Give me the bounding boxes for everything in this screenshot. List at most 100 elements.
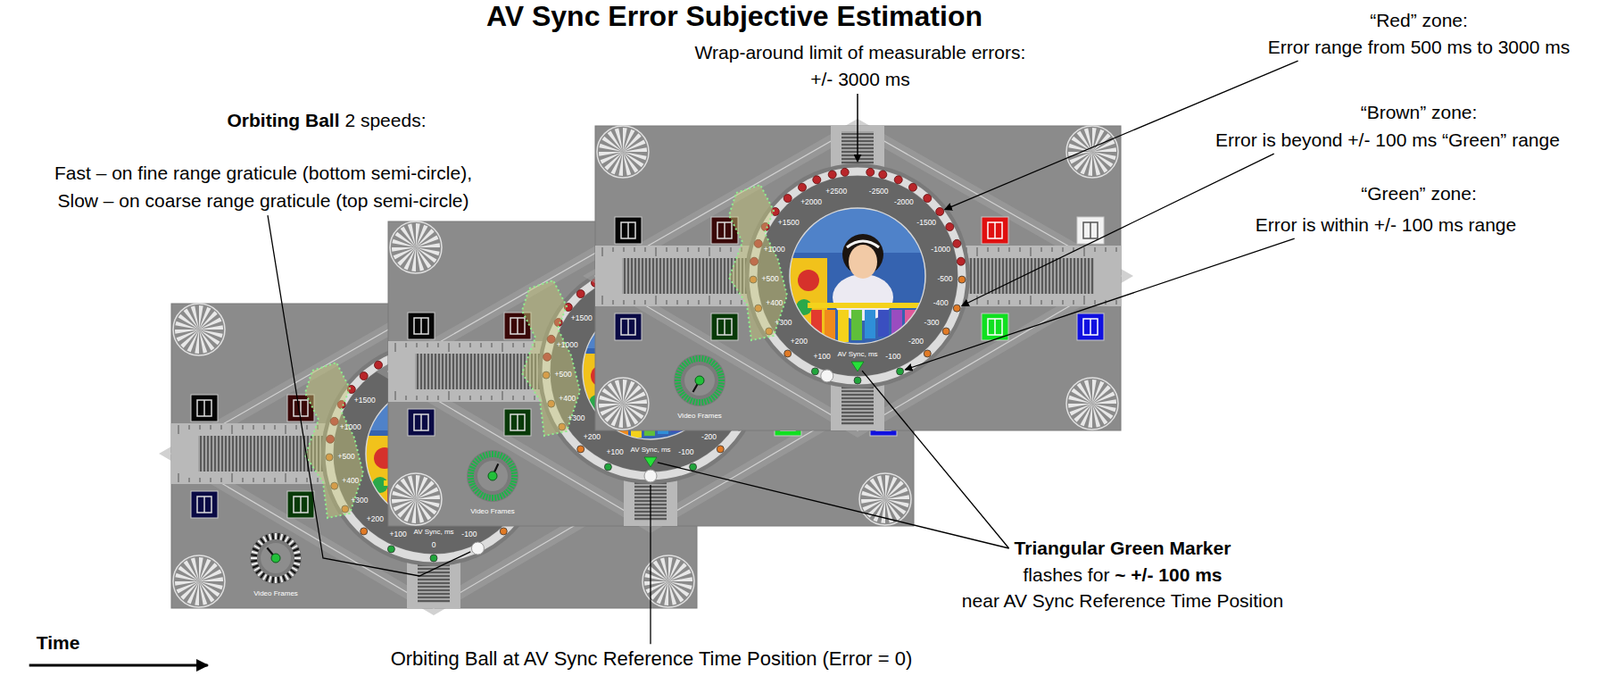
patch-mark — [299, 496, 302, 513]
star-spoke — [598, 403, 623, 408]
dial-tick — [693, 397, 696, 405]
graticule-label: +1000 — [339, 422, 362, 431]
graticule-dot — [689, 463, 697, 471]
dial-tick — [252, 564, 258, 568]
dial-tick — [499, 492, 503, 498]
ruler-tick — [998, 247, 1000, 252]
ruler-tick — [677, 247, 679, 252]
dial-tick — [488, 450, 491, 457]
ruler-tick — [438, 342, 440, 348]
ruler-tick — [253, 424, 255, 430]
dial-tick — [510, 469, 517, 472]
callout-text: Error range from 500 ms to 3000 ms — [1268, 36, 1570, 58]
graticule-dot — [923, 194, 932, 203]
star-spoke — [198, 580, 208, 606]
diamond-line — [595, 125, 1121, 431]
dial-tick — [269, 533, 272, 540]
star-spoke — [198, 562, 218, 581]
graticule-dot — [373, 360, 382, 369]
siemens-star — [389, 472, 442, 525]
dial-tick — [468, 469, 475, 472]
graticule-label: +500 — [337, 452, 355, 461]
ruler-tick — [178, 424, 180, 434]
ruler-tick — [730, 299, 732, 305]
pattern-detail — [596, 125, 649, 178]
ruler-tick — [189, 424, 191, 430]
patch-mark — [717, 318, 732, 335]
graticule-label: -1000 — [930, 244, 951, 253]
colour-patch — [190, 490, 218, 518]
ruler-tick — [264, 477, 266, 482]
star-spoke — [190, 305, 199, 330]
ruler-tick — [513, 395, 514, 400]
graticule-dot — [840, 167, 849, 176]
pattern-detail — [859, 472, 912, 525]
ruler-tick — [977, 295, 979, 305]
callout-text: near AV Sync Reference Time Position — [961, 589, 1284, 612]
dial-tick — [469, 482, 475, 486]
colour-patch — [614, 313, 642, 340]
star-spoke — [622, 398, 647, 404]
patch-mark — [414, 317, 429, 334]
ruler-tick — [406, 342, 407, 348]
ruler-tick — [210, 477, 212, 482]
star-spoke — [1092, 403, 1101, 428]
callout-text: Fast – on fine range graticule (bottom s… — [54, 162, 473, 183]
ruler-tick — [645, 247, 647, 252]
ruler-tick — [232, 424, 233, 434]
star-spoke — [198, 576, 224, 581]
ruler-tick — [720, 299, 722, 305]
graticule-dot — [866, 167, 875, 176]
callout-text: “Green” zone: — [1360, 182, 1477, 204]
ruler-tick — [178, 472, 180, 482]
star-spoke — [190, 556, 199, 581]
star-spoke — [649, 580, 669, 600]
star-spoke — [604, 151, 623, 171]
ruler-tick — [623, 247, 625, 252]
star-spoke — [622, 403, 631, 428]
graticule-dot — [604, 463, 612, 471]
dial-tick — [265, 534, 269, 540]
patch-mark — [510, 414, 525, 431]
callout-text: Orbiting Ball — [227, 109, 340, 131]
dial-centre — [488, 471, 498, 481]
ruler-tick — [1084, 247, 1086, 257]
graticule-dot — [942, 327, 950, 335]
ruler-tick — [459, 395, 461, 400]
dial-tick — [675, 373, 682, 376]
ruler-tick — [285, 472, 287, 482]
ruler-tick — [1116, 247, 1118, 252]
ruler-tick — [285, 424, 287, 434]
ruler-tick — [502, 342, 504, 352]
ruler-tick — [987, 247, 989, 252]
ruler-tick — [274, 477, 276, 482]
dial-tick — [282, 534, 286, 540]
graticule-label: +1500 — [571, 313, 593, 322]
patch-mark — [994, 222, 996, 239]
colour-patch — [614, 216, 642, 244]
dial-tick — [280, 575, 282, 582]
ruler-tick — [1094, 247, 1096, 252]
colour-patch — [1077, 313, 1104, 340]
star-spoke — [877, 474, 886, 499]
star-spoke — [180, 580, 199, 600]
ruler-tick — [1052, 299, 1053, 305]
dial-tick — [292, 564, 299, 568]
dial-tick — [467, 471, 474, 474]
dial-tick — [511, 471, 518, 474]
star-spoke — [1092, 398, 1117, 404]
ruler-tick — [438, 395, 440, 400]
dial-tick — [709, 396, 713, 402]
patch-mark — [627, 318, 630, 335]
dial-tick — [467, 474, 474, 477]
ruler-tick — [199, 424, 201, 430]
ruler-tick — [306, 477, 308, 482]
callout-text: near AV Sync Reference Time Position — [961, 589, 1284, 611]
orbiting-ball — [471, 541, 484, 555]
leader-line — [29, 663, 208, 667]
star-spoke — [614, 379, 623, 404]
graticule-label: +100 — [389, 529, 407, 538]
graticule-label: +300 — [774, 318, 792, 327]
dial-tick — [486, 451, 489, 458]
dial-face — [477, 460, 508, 491]
